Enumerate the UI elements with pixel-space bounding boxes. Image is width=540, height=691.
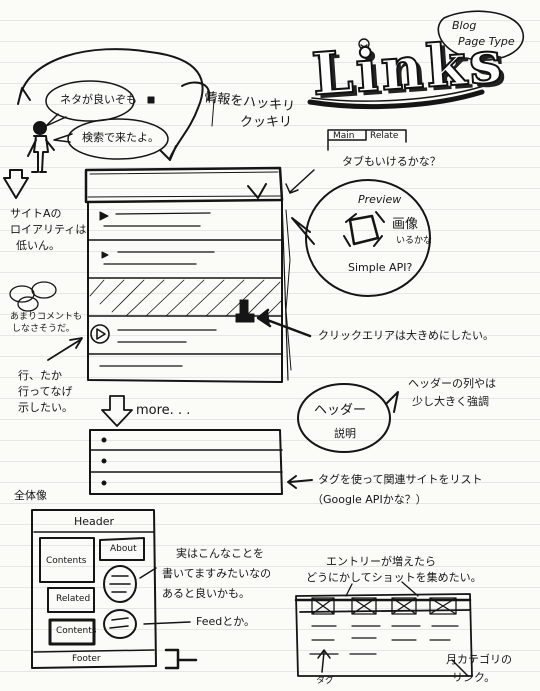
preview-api: Simple API?: [348, 261, 413, 274]
layout-note-line1: 実はこんなことを: [176, 547, 264, 560]
layout-arrow-2: [143, 621, 191, 625]
layout-contents: Contents: [46, 556, 87, 566]
layout-footer: Footer: [72, 654, 101, 664]
arrow-to-header: [289, 169, 315, 193]
title-bubble-line1: Blog: [452, 19, 477, 32]
row-markers: [99, 211, 109, 259]
layout-note-feed: Feedとか。: [196, 615, 256, 628]
header-bubble-sub: 説明: [334, 427, 356, 440]
footer-bracket: [164, 648, 180, 670]
click-area-note: クリックエリアは大きめにしたい。: [318, 329, 494, 342]
hatched-row: [89, 279, 283, 317]
rows-arrow: [47, 339, 81, 361]
layout-note-line3: あると良いかも。: [162, 587, 250, 600]
layout-note-line2: 書いてますみたいなの: [162, 567, 272, 580]
header-bubble: [297, 383, 399, 453]
info-tick: [211, 99, 215, 127]
rows-note-line2: 行ってなげ: [18, 385, 73, 398]
mockup-header-bar: [84, 166, 284, 204]
speech-bubble-search: [53, 118, 169, 160]
layout-heading: 全体像: [14, 489, 47, 502]
preview-label: Preview: [358, 193, 402, 206]
tab-sketch: [327, 129, 407, 151]
rows-note-line1: 行、たか: [18, 369, 62, 382]
more-label: more. . .: [136, 403, 191, 418]
title-bubble-line2: Page Type: [458, 35, 515, 48]
clear-info-line2: クッキリ: [240, 115, 293, 130]
category-tag: タグ: [316, 676, 335, 686]
tag-note-line2: （Google APIかな？）: [312, 493, 427, 506]
tag-up-arrow: [321, 651, 325, 673]
more-down-arrow: [101, 395, 133, 427]
layout-about: About: [110, 544, 137, 554]
layout-wireframe: [31, 509, 157, 669]
smiley-icon: [358, 38, 370, 50]
comments-note-line2: しなさそうだ。: [12, 324, 75, 334]
tab-note: タブもいけるかな？: [342, 155, 441, 168]
category-arrow: [451, 659, 469, 677]
thumbnail-boxes: [294, 597, 472, 615]
curved-arrow-top: [17, 48, 211, 161]
tag-arrow: [289, 479, 313, 483]
category-line1: 月カテゴリの: [446, 653, 512, 666]
speech-text-search: 検索で来たよ。: [82, 131, 159, 144]
lower-list: [89, 429, 283, 495]
title-bubble: [437, 10, 525, 67]
speech-text-good: ネタが良いぞも: [60, 93, 137, 106]
speech-bubble-good: [45, 80, 135, 127]
preview-image-label: 画像: [392, 217, 419, 232]
entry-note-line1: エントリーが増えたら: [326, 555, 436, 568]
person-icon: [27, 121, 55, 173]
layout-contents2: Contents: [56, 626, 97, 636]
reality-note-line2: ロイアリティは: [10, 223, 87, 236]
comment-bubbles: [9, 281, 57, 312]
lower-list-bullets: [101, 437, 107, 486]
mockup-body: [87, 199, 292, 383]
layout-header: Header: [74, 515, 115, 528]
play-button-icon: [90, 324, 110, 344]
category-line2: リンク。: [452, 671, 496, 684]
header-note-line1: ヘッダーの列やは: [408, 377, 496, 390]
reality-note-line3: 低いん。: [16, 239, 60, 252]
entry-arrow-1: [345, 583, 353, 597]
tab-main: Main: [333, 131, 355, 141]
dot-icon: [147, 96, 155, 104]
cursor-icon: [235, 299, 255, 323]
header-bubble-word: ヘッダー: [314, 403, 367, 418]
rows-note-line3: 示したい。: [18, 401, 73, 414]
entry-lines: [309, 625, 459, 655]
tag-note-line1: タグを使って関連サイトをリスト: [318, 473, 483, 486]
down-arrow-outline: [3, 169, 29, 199]
reality-note-line1: サイトAの: [10, 207, 62, 220]
title-swoosh: [307, 89, 485, 110]
comments-note-line1: あまりコメントも: [10, 312, 83, 322]
click-arrow: [256, 308, 312, 338]
preview-image-sub: いるかな: [396, 236, 433, 246]
layout-related: Related: [56, 594, 91, 604]
entry-wireframe: [295, 593, 473, 677]
layout-arrow-1: [139, 567, 157, 579]
preview-circle: [291, 179, 431, 297]
entry-arrow-2: [401, 581, 419, 597]
row-lines: [99, 212, 217, 367]
tab-related: Relate: [370, 131, 399, 141]
entry-note-line2: どうにかしてショットを集めたい。: [306, 571, 482, 584]
header-note-line2: 少し大きく強調: [412, 395, 489, 408]
